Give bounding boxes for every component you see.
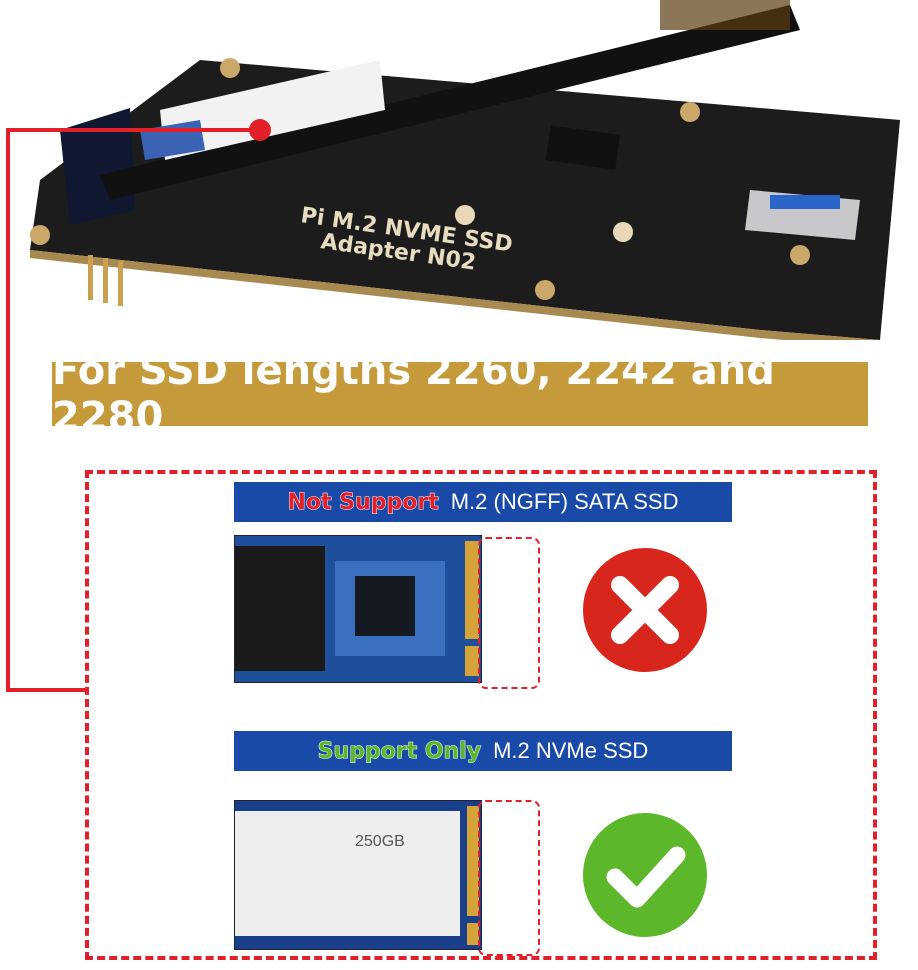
red-x-icon <box>583 548 707 672</box>
pointer-dot <box>249 119 271 141</box>
support-only-text: M.2 NVMe SSD <box>493 738 649 763</box>
banner-text: For SSD lengths 2260, 2242 and 2280 <box>52 348 775 440</box>
sata-ssd-photo <box>234 535 482 683</box>
nvme-adapter-board-photo: Pi M.2 NVME SSD Adapter N02 <box>30 0 900 340</box>
not-supported-header: Not Support M.2 (NGFF) SATA SSD <box>234 482 732 522</box>
compatibility-panel <box>85 470 877 960</box>
support-only-tag: Support Only <box>317 738 482 764</box>
not-support-text: M.2 (NGFF) SATA SSD <box>450 489 679 514</box>
m2-slot <box>60 108 135 225</box>
ssd-length-banner: For SSD lengths 2260, 2242 and 2280 <box>52 348 868 440</box>
ssd-module <box>100 5 800 200</box>
green-check-icon <box>583 813 707 937</box>
sata-connector-highlight <box>478 537 540 689</box>
nvme-ssd-photo: 250GB <box>234 800 482 950</box>
nvme-connector-highlight <box>478 800 540 956</box>
supported-header: Support Only M.2 NVMe SSD <box>234 731 732 771</box>
chip <box>545 125 621 170</box>
ssd-capacity: 250GB <box>355 833 405 850</box>
not-support-tag: Not Support <box>287 489 439 515</box>
